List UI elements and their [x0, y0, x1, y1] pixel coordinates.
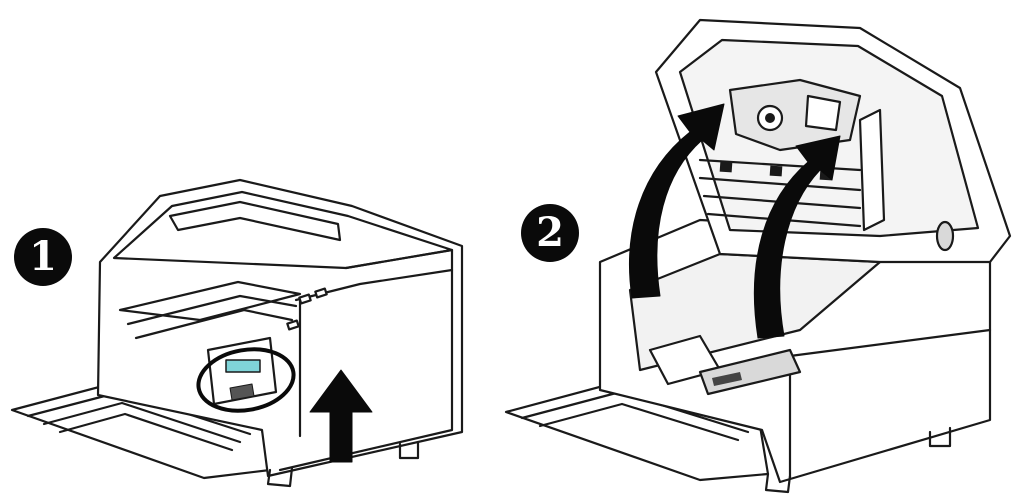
curved-up-arrow-icon [753, 135, 841, 339]
scanner-closed [10, 178, 464, 488]
up-arrow-icon [309, 369, 373, 463]
latch-highlight-ellipse [196, 347, 296, 413]
step-2-number: 2 [536, 209, 564, 256]
step-1-badge: 1 [14, 228, 72, 286]
step-1-number: 1 [29, 233, 57, 280]
scanner-open [504, 18, 1012, 494]
curved-up-arrow-icon [629, 103, 725, 299]
lid-release-latch [225, 359, 261, 373]
step-2-badge: 2 [521, 204, 579, 262]
